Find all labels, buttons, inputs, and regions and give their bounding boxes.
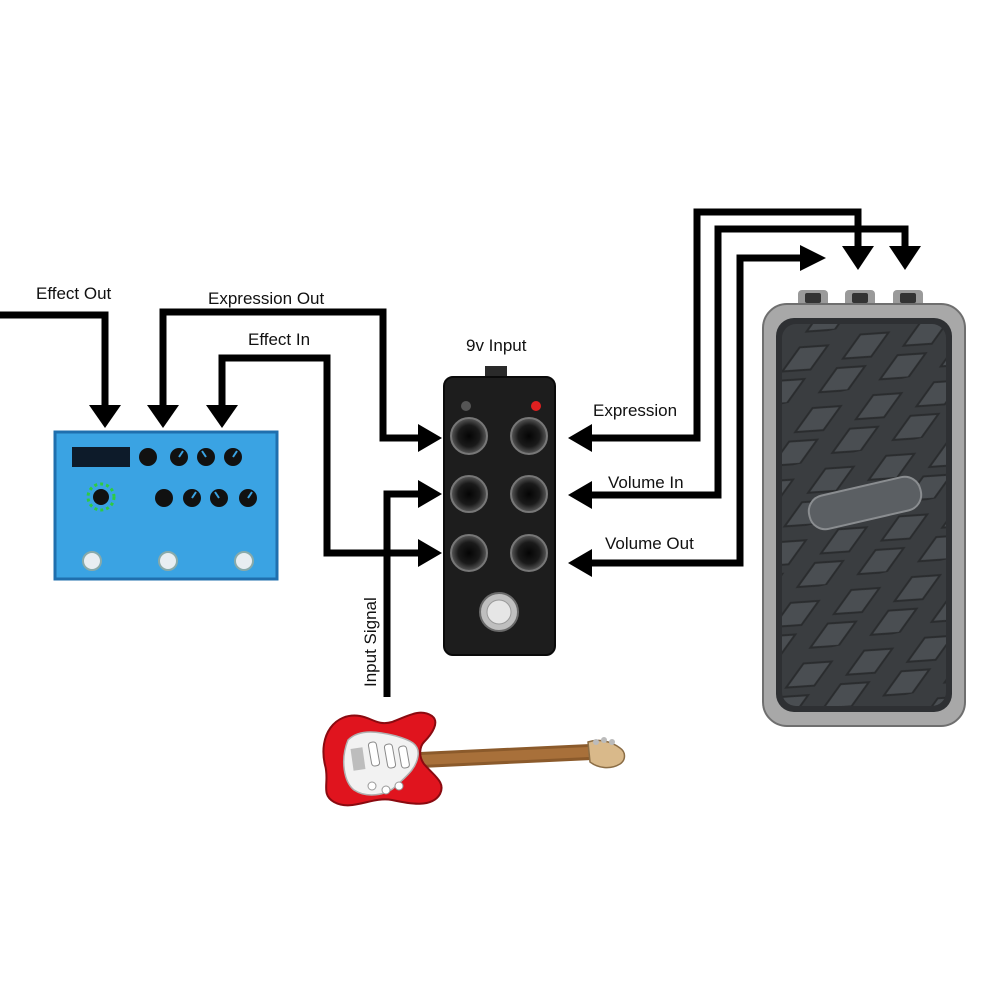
label-effect-out: Effect Out (36, 284, 112, 303)
cable-volume-out (585, 254, 804, 567)
label-input-signal: Input Signal (361, 597, 380, 687)
rotary-encoder (86, 482, 116, 512)
arrowheads (89, 245, 921, 577)
jack (450, 417, 488, 455)
arrow-pedal-jack-3 (889, 246, 921, 270)
arrow-expression-out (147, 405, 179, 428)
cable-expression-out (159, 308, 425, 442)
label-effect-in: Effect In (248, 330, 310, 349)
label-volume-in: Volume In (608, 473, 684, 492)
arrow-interface-bot-right (568, 549, 592, 577)
cable-input-signal (383, 490, 425, 697)
arrow-pedal-jack-1 (800, 245, 826, 271)
brand-badge (807, 475, 923, 531)
cable-effect-out (0, 311, 109, 410)
arrow-interface-mid-right (568, 481, 592, 509)
electric-guitar (322, 711, 626, 807)
arrow-interface-mid-left (418, 480, 442, 508)
jack (510, 475, 548, 513)
label-9v-input: 9v Input (466, 336, 527, 355)
expression-pedal (762, 290, 966, 727)
label-expression: Expression (593, 401, 677, 420)
arrow-effect-out (89, 405, 121, 428)
label-volume-out: Volume Out (605, 534, 694, 553)
jack (450, 475, 488, 513)
knob (155, 489, 173, 507)
footswitch (82, 551, 102, 571)
cable-effect-in (218, 354, 425, 557)
cable-volume-in (585, 225, 909, 499)
labels: Effect Out Expression Out Effect In 9v I… (36, 284, 694, 687)
arrow-interface-top-right (568, 424, 592, 452)
arrow-effect-in (206, 405, 238, 428)
interface-pedal (443, 366, 556, 656)
jack (510, 534, 548, 572)
cable-expression (585, 208, 862, 442)
label-expression-out: Expression Out (208, 289, 324, 308)
jacks (450, 417, 548, 572)
footswitches (82, 551, 254, 571)
footswitch (234, 551, 254, 571)
jack (510, 417, 548, 455)
cables (0, 208, 909, 697)
display-screen (72, 447, 130, 467)
multi-effect-unit (53, 430, 279, 581)
status-led (531, 401, 541, 411)
arrow-pedal-jack-2 (842, 246, 874, 270)
arrow-interface-bot-left (418, 539, 442, 567)
footswitch (158, 551, 178, 571)
knob-indicators (178, 450, 253, 499)
knob (139, 448, 157, 466)
jack (450, 534, 488, 572)
status-led-off (461, 401, 471, 411)
arrow-interface-top-left (418, 424, 442, 452)
footswitch (479, 592, 519, 632)
